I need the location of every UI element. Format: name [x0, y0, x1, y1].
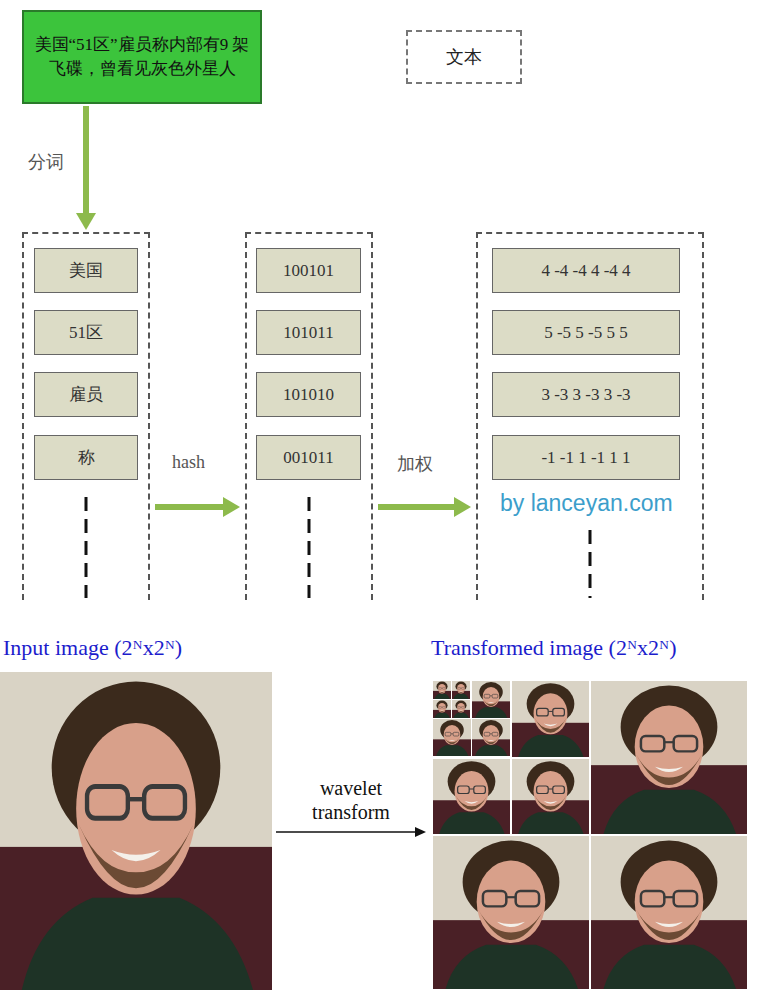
flow-arrow	[378, 504, 454, 510]
subband-image	[591, 681, 747, 834]
weight-box: 5 -5 5 -5 5 5	[492, 310, 680, 355]
node-text: 3 -3 3 -3 3 -3	[541, 385, 630, 405]
node-text: 美国“51区”雇员称内部有9 架飞碟，曾看见灰色外星人	[30, 33, 254, 81]
hash-box: 101011	[256, 310, 361, 355]
text-box: 美国“51区”雇员称内部有9 架飞碟，曾看见灰色外星人	[22, 10, 262, 104]
node-text: 美国	[69, 259, 103, 282]
transformed-photo	[433, 681, 747, 989]
subband-image	[472, 719, 510, 756]
node-text: 101011	[283, 323, 333, 343]
column-group: 100101 101011 101010 001011	[245, 232, 373, 600]
node-text: 101010	[283, 385, 334, 405]
subband-image	[472, 681, 510, 718]
image-panel: Transformed image (2ᴺx2ᴺ)	[428, 632, 755, 991]
token-box: 称	[34, 435, 138, 480]
subband-image	[452, 700, 470, 718]
input-photo	[0, 672, 272, 990]
image-panel: Input image (2ᴺx2ᴺ)	[0, 632, 274, 991]
token-box: 雇员	[34, 372, 138, 417]
node-text: 5 -5 5 -5 5 5	[544, 323, 628, 343]
subband-image	[512, 681, 589, 757]
flow-arrow	[83, 106, 89, 213]
node-text: 文本	[446, 45, 482, 69]
node-text: 100101	[283, 261, 334, 281]
hash-box: 100101	[256, 248, 361, 293]
node-text: Transformed image (2ᴺx2ᴺ)	[431, 635, 677, 661]
flow-arrow	[276, 831, 415, 833]
continuation-line	[589, 530, 592, 598]
weight-box: 4 -4 -4 4 -4 4	[492, 248, 680, 293]
continuation-line	[308, 497, 311, 598]
node-text: -1 -1 1 -1 1 1	[541, 448, 630, 468]
token-box: 美国	[34, 248, 138, 293]
node-text: 4 -4 -4 4 -4 4	[541, 261, 630, 281]
subband-image	[433, 700, 451, 718]
subband-image	[433, 759, 510, 834]
subband-image	[512, 759, 589, 834]
node-text: 51区	[69, 321, 103, 344]
hash-box: 101010	[256, 372, 361, 417]
subband-image	[452, 681, 470, 699]
node-text: Input image (2ᴺx2ᴺ)	[3, 635, 182, 661]
weight-box: 3 -3 3 -3 3 -3	[492, 372, 680, 417]
edge-label: 分词	[28, 150, 64, 174]
column-group: 美国 51区雇员称	[22, 232, 150, 600]
edge-label: 加权	[397, 452, 433, 476]
token-box: 51区	[34, 310, 138, 355]
subband-image	[433, 836, 589, 989]
hash-box: 001011	[256, 435, 361, 480]
edge-label: hash	[172, 452, 205, 473]
weight-box: -1 -1 1 -1 1 1	[492, 435, 680, 480]
subband-image	[591, 836, 747, 989]
watermark: by lanceyan.com	[500, 490, 673, 517]
node-text: 雇员	[69, 383, 103, 406]
node-text: 001011	[283, 448, 333, 468]
continuation-line	[85, 497, 88, 598]
type-box: 文本	[406, 30, 522, 84]
node-text: 称	[78, 446, 95, 469]
column-group: 4 -4 -4 4 -4 4 5 -5 5 -5 5 5 3 -3 3 -3 3 -…	[476, 232, 704, 600]
subband-image	[433, 719, 471, 756]
edge-label: wavelet transform	[296, 776, 406, 824]
subband-image	[433, 681, 451, 699]
flow-arrow	[155, 504, 223, 510]
